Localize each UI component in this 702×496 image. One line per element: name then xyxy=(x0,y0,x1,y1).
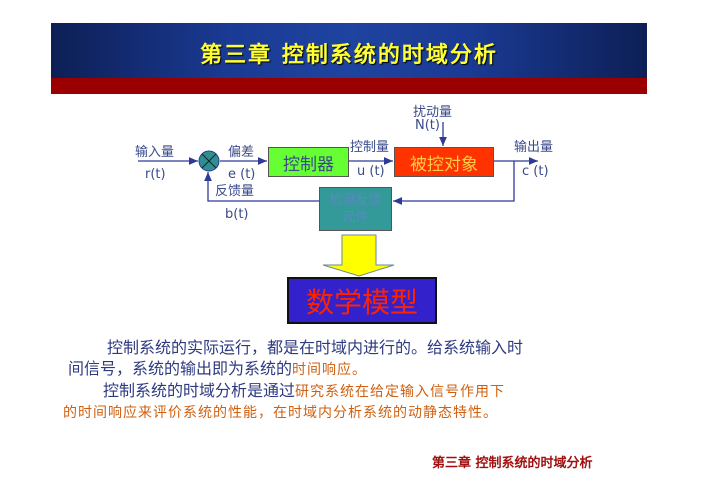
input-label: 输入量 xyxy=(135,145,175,160)
feedback-line-right xyxy=(393,161,515,205)
line2-highlight: 时间响应。 xyxy=(292,362,368,378)
sensor-line1: 检测反馈 xyxy=(329,193,382,208)
paragraph-line1: 控制系统的实际运行，都是在时域内进行的。给系统输入时 xyxy=(107,338,524,357)
banner-blue xyxy=(51,23,647,78)
sensor-line2: 元件 xyxy=(342,210,369,225)
summing-junction xyxy=(198,150,220,172)
footer-chapter: 第三章 控制系统的时域分析 xyxy=(432,456,593,471)
output-label: 输出量 xyxy=(514,140,554,155)
disturbance-signal: N(t) xyxy=(415,118,440,133)
feedback-signal: b(t) xyxy=(225,207,249,222)
control-signal: u (t) xyxy=(357,164,385,179)
line3-highlight: 研究系统在给定输入信号作用下 xyxy=(295,384,506,400)
paragraph-line4: 的时间响应来评价系统的性能，在时域内分析系统的动静态特性。 xyxy=(63,405,498,421)
error-label: 偏差 xyxy=(228,145,255,160)
title-banner: 第三章 控制系统的时域分析 xyxy=(51,23,647,94)
banner-red-stripe xyxy=(51,78,647,94)
line3-text: 控制系统的时域分析是通过 xyxy=(103,381,296,400)
plant-block: 被控对象 xyxy=(394,147,494,177)
paragraph-line2: 间信号，系统的输出即为系统的时间响应。 xyxy=(68,355,367,379)
slide-title: 第三章 控制系统的时域分析 xyxy=(200,43,498,68)
feedback-line-left xyxy=(204,172,319,202)
sensor-block: 检测反馈 元件 xyxy=(319,187,392,231)
output-signal: c (t) xyxy=(522,164,549,179)
down-arrow xyxy=(322,234,395,277)
control-label: 控制量 xyxy=(350,140,390,155)
math-model-box: 数学模型 xyxy=(287,277,437,324)
controller-block: 控制器 xyxy=(268,147,349,177)
paragraph-line3: 控制系统的时域分析是通过研究系统在给定输入信号作用下 xyxy=(103,377,505,401)
feedback-label: 反馈量 xyxy=(215,184,255,199)
input-signal: r(t) xyxy=(145,167,166,182)
disturbance-label: 扰动量 xyxy=(413,105,453,120)
error-signal: e (t) xyxy=(228,167,256,182)
line2-text: 间信号，系统的输出即为系统的 xyxy=(68,359,293,378)
